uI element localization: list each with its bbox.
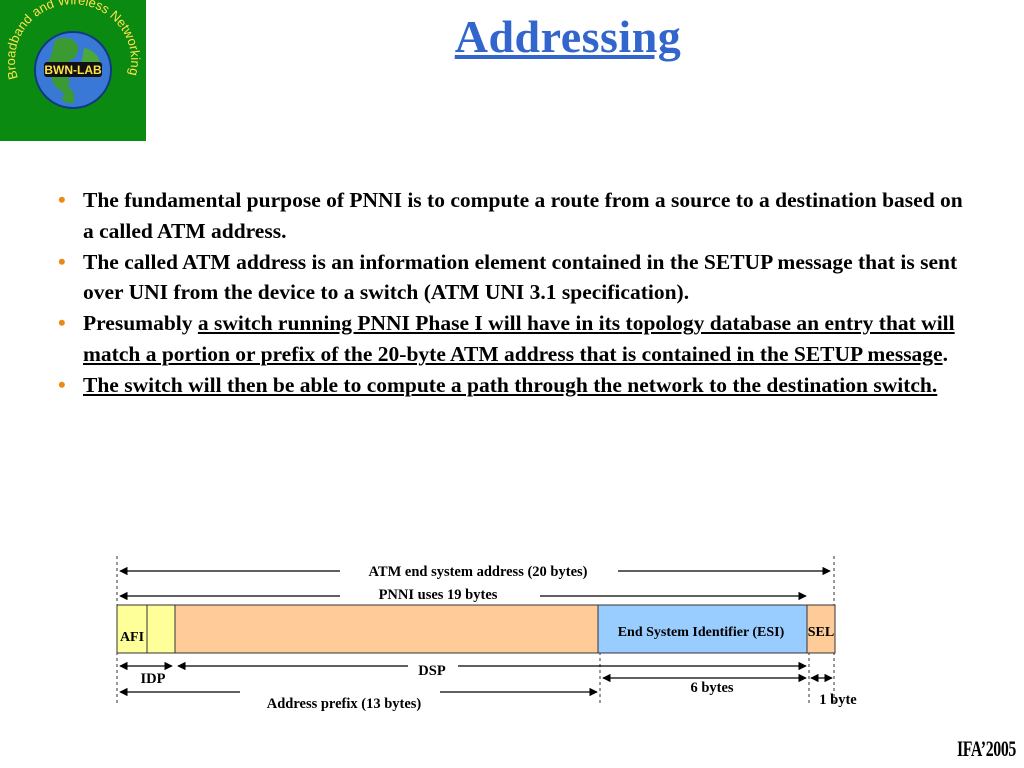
- bullet-dot-icon: •: [58, 371, 66, 397]
- pnni-label: PNNI uses 19 bytes: [379, 587, 498, 603]
- bullet-item: • Presumably a switch running PNNI Phase…: [58, 308, 978, 370]
- slide-title: Addressing: [454, 11, 682, 62]
- logo-center-text: BWN-LAB: [44, 63, 102, 77]
- bullet-dot-icon: •: [58, 187, 66, 212]
- bullet-item: • The called ATM address is an informati…: [58, 247, 978, 309]
- footer-label: IFA’2005: [956, 736, 1016, 761]
- afi-label: AFI: [120, 630, 144, 645]
- bullet-item: • The switch will then be able to comput…: [58, 370, 978, 401]
- prefix-label: Address prefix (13 bytes): [267, 696, 422, 712]
- bullet-dot-icon: •: [58, 310, 66, 336]
- atm-address-label: ATM end system address (20 bytes): [369, 564, 588, 580]
- globe-logo-icon: BWN-LAB Broadband and Wireless Networkin…: [0, 0, 143, 109]
- sel-field: [806, 604, 836, 654]
- bullet-text: Presumably: [83, 311, 198, 336]
- dsp-field: [174, 604, 599, 654]
- bullet-list: • The fundamental purpose of PNNI is to …: [58, 185, 978, 401]
- sel-label: SEL: [808, 625, 834, 640]
- esi-field: [597, 604, 808, 654]
- idp-label: IDP: [141, 671, 166, 687]
- bullet-text-end: .: [942, 341, 948, 366]
- bullet-dot-icon: •: [58, 248, 66, 274]
- lab-logo: BWN-LAB Broadband and Wireless Networkin…: [0, 0, 146, 141]
- bullet-item: • The fundamental purpose of PNNI is to …: [58, 185, 978, 247]
- one-byte-label: 1 byte: [819, 692, 857, 708]
- bullet-text: The called ATM address is an information…: [83, 249, 958, 305]
- bullet-text: The fundamental purpose of PNNI is to co…: [83, 188, 963, 243]
- idi-field: [146, 604, 176, 654]
- esi-label: End System Identifier (ESI): [618, 625, 785, 640]
- bullet-underlined-text: The switch will then be able to compute …: [83, 372, 938, 397]
- bullet-underlined-text: a switch running PNNI Phase I will have …: [83, 311, 955, 366]
- six-bytes-label: 6 bytes: [690, 680, 733, 696]
- dsp-label: DSP: [418, 663, 446, 679]
- afi-field: [116, 604, 148, 654]
